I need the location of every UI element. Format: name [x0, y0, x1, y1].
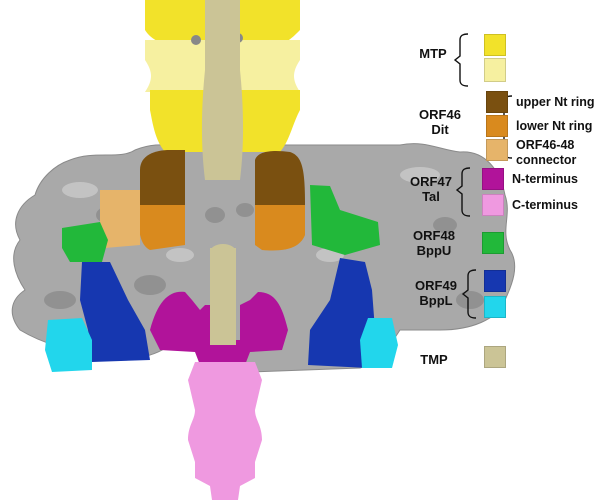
legend-swatch-bppu [482, 232, 504, 254]
legend-label-c-terminus: C-terminus [512, 198, 578, 213]
dit-upper-ring-right [255, 151, 305, 205]
legend-swatch-bppl-cyan [484, 296, 506, 318]
dit-upper-ring-left [140, 150, 185, 205]
tmp-lower [210, 248, 236, 345]
legend-swatch-connector [486, 139, 508, 161]
legend-swatch-mtp-2 [484, 58, 506, 82]
legend-label-lower-nt-ring: lower Nt ring [516, 119, 592, 134]
legend-label-upper-nt-ring: upper Nt ring [516, 95, 594, 110]
legend-swatch-lower-nt-ring [486, 115, 508, 137]
tmp-tip [210, 244, 236, 260]
bppl-cyan-left [45, 318, 92, 372]
bracket-mtp [455, 34, 468, 86]
bppu-left [62, 222, 108, 262]
dit-lower-ring-right [255, 205, 305, 250]
legend-swatch-mtp-1 [484, 34, 506, 56]
legend-group-mtp: MTP [411, 46, 455, 61]
bppl-cyan-right [360, 318, 398, 368]
mtp-knob-left [191, 35, 201, 45]
dit-lower-ring-left [138, 205, 185, 250]
legend-swatch-bppl-blue [484, 270, 506, 292]
legend-swatch-c-terminus [482, 194, 504, 216]
legend-group-tmp: TMP [412, 352, 456, 367]
legend-swatch-upper-nt-ring [486, 91, 508, 113]
legend-swatch-tmp [484, 346, 506, 368]
legend-swatch-n-terminus [482, 168, 504, 190]
tmp-upper [202, 0, 243, 180]
tal-c-terminus [188, 362, 262, 500]
legend-label-n-terminus: N-terminus [512, 172, 578, 187]
